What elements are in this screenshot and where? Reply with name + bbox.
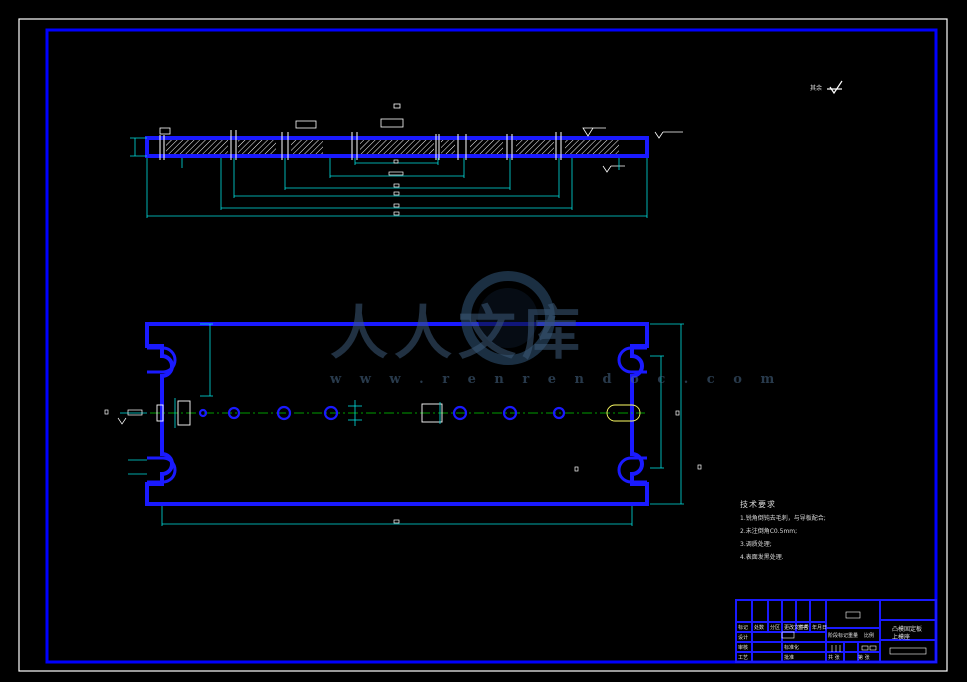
tb-cell-scale: 比例 xyxy=(864,633,875,639)
requirement-item: 3.调质处理; xyxy=(740,541,772,548)
tb-cell-sign: 签名 xyxy=(798,625,809,631)
section-dimensions xyxy=(146,158,648,218)
technical-requirements: 技术要求 1.锐角倒钝去毛刺，与导板配合; 2.未注倒角C0.5mm; 3.调质… xyxy=(740,498,826,564)
requirement-item: 1.锐角倒钝去毛刺，与导板配合; xyxy=(740,515,826,522)
technical-requirements-title: 技术要求 xyxy=(740,500,776,509)
tb-cell-count: 处数 xyxy=(754,625,765,631)
plan-view xyxy=(145,322,649,506)
requirement-item: 4.表面发黑处理. xyxy=(740,554,784,561)
section-dim-labels xyxy=(388,159,404,216)
tb-cell-approve: 批准 xyxy=(784,655,795,661)
section-view xyxy=(130,103,683,173)
tb-cell-zone: 分区 xyxy=(770,625,781,631)
tb-cell-total-sheets: 共 张 xyxy=(828,655,840,661)
plan-dimensions xyxy=(120,323,684,526)
tb-assembly-name: 上模座 xyxy=(892,634,911,641)
watermark-chinese: 人人文库 xyxy=(330,299,587,367)
tb-cell-weight: 重量 xyxy=(848,633,859,639)
title-block xyxy=(735,599,937,663)
tb-cell-stage: 阶段标记 xyxy=(828,633,849,639)
tb-cell-review: 审核 xyxy=(738,645,749,651)
tb-cell-change-doc: 更改文件号 xyxy=(784,625,810,631)
roughness-label: 其余 xyxy=(810,85,823,92)
tb-cell-process: 工艺 xyxy=(738,655,749,661)
tb-cell-mark: 标记 xyxy=(738,625,749,631)
roughness-mark xyxy=(827,80,843,95)
outer-border xyxy=(18,18,948,672)
watermark-url: w w w . r e n r e n d o c . c o m xyxy=(330,372,782,387)
tb-cell-sheet-no: 第 张 xyxy=(858,655,870,661)
plan-dim-labels xyxy=(104,409,702,524)
tb-cell-standard: 标准化 xyxy=(784,645,800,651)
drawing-frame xyxy=(45,28,938,664)
watermark-logo xyxy=(461,271,555,365)
requirement-item: 2.未注倒角C0.5mm; xyxy=(740,528,798,535)
tb-part-name: 凸模固定板 xyxy=(892,626,923,633)
tb-cell-date: 年月日 xyxy=(812,625,828,631)
title-block-inner-boxes xyxy=(781,611,927,655)
tb-cell-design: 设计 xyxy=(738,635,749,641)
